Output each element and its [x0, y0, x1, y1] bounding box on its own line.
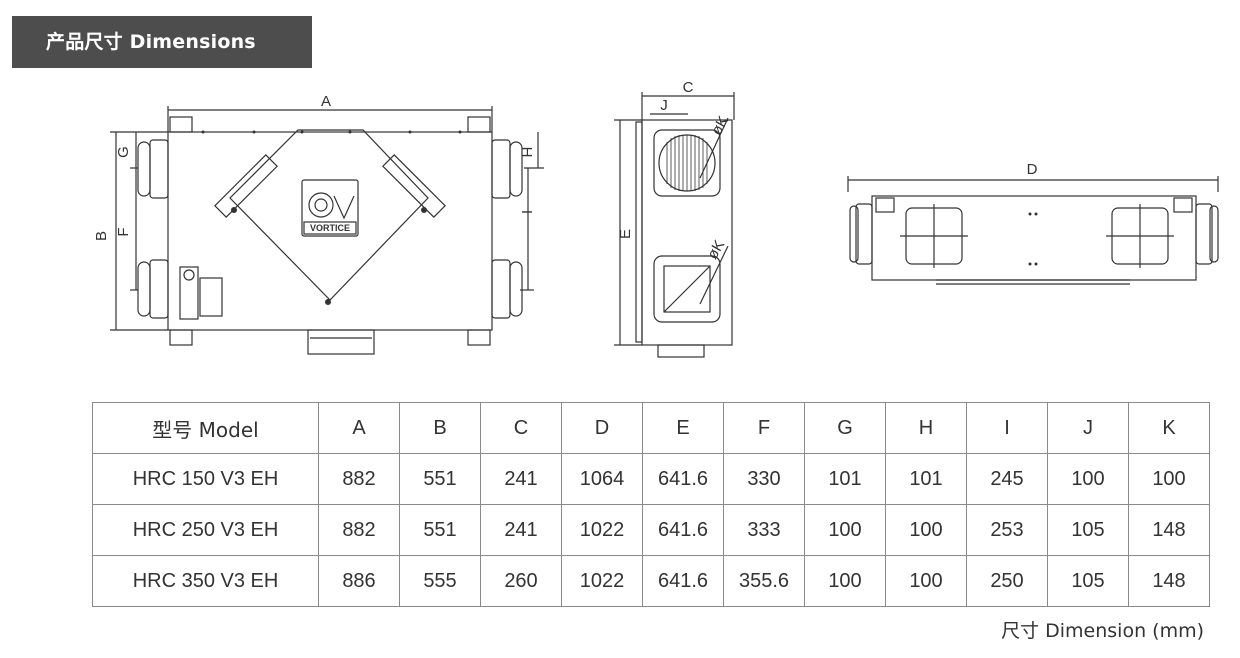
label-G: G — [115, 146, 132, 158]
dimensions-table: 型号 Model A B C D E F G H I J K HRC 150 V… — [92, 402, 1210, 607]
table-cell: 100 — [804, 504, 886, 556]
table-cell: 260 — [480, 555, 562, 607]
label-J: J — [660, 97, 668, 114]
table-cell-model: HRC 150 V3 EH — [92, 453, 319, 505]
label-I: I — [518, 210, 535, 214]
table-cell: 253 — [966, 504, 1048, 556]
label-F: F — [115, 227, 132, 236]
table-cell: 641.6 — [642, 555, 724, 607]
table-cell: 241 — [480, 453, 562, 505]
col-header-model: 型号 Model — [92, 402, 319, 454]
col-header-D: D — [561, 402, 643, 454]
table-cell: 100 — [1128, 453, 1210, 505]
col-header-J: J — [1047, 402, 1129, 454]
top-view — [847, 176, 1219, 285]
table-cell: 886 — [318, 555, 400, 607]
col-header-I: I — [966, 402, 1048, 454]
col-header-G: G — [804, 402, 886, 454]
table-row: HRC 150 V3 EH 882 551 241 1064 641.6 330… — [92, 453, 1210, 505]
table-cell: 333 — [723, 504, 805, 556]
table-cell: 105 — [1047, 504, 1129, 556]
side-view — [614, 92, 735, 358]
vortice-logo-text: VORTICE — [310, 223, 350, 233]
top-view-dots — [1028, 212, 1038, 266]
table-cell: 882 — [318, 453, 400, 505]
table-cell: 100 — [1047, 453, 1129, 505]
label-K-bottom: øK — [704, 237, 728, 262]
table-cell: 245 — [966, 453, 1048, 505]
label-H: H — [518, 147, 535, 158]
table-cell: 250 — [966, 555, 1048, 607]
table-cell: 1022 — [561, 504, 643, 556]
table-cell: 241 — [480, 504, 562, 556]
label-B: B — [93, 231, 110, 241]
label-E: E — [617, 229, 634, 239]
col-header-B: B — [399, 402, 481, 454]
table-cell: 882 — [318, 504, 400, 556]
table-cell: 100 — [885, 555, 967, 607]
label-K-top: øK — [708, 113, 732, 138]
label-C: C — [683, 79, 694, 96]
col-header-K: K — [1128, 402, 1210, 454]
label-D: D — [1027, 161, 1038, 178]
col-header-F: F — [723, 402, 805, 454]
technical-drawings: A B F G H I VORTICE C J E øK øK — [0, 70, 1240, 370]
table-cell: 148 — [1128, 504, 1210, 556]
table-cell: 330 — [723, 453, 805, 505]
section-header: 产品尺寸 Dimensions — [12, 16, 312, 68]
table-cell: 100 — [885, 504, 967, 556]
label-A: A — [321, 93, 331, 110]
front-view-dots — [201, 130, 462, 305]
table-cell: 101 — [885, 453, 967, 505]
col-header-C: C — [480, 402, 562, 454]
table-cell: 100 — [804, 555, 886, 607]
units-note: 尺寸 Dimension (mm) — [1001, 620, 1204, 642]
table-cell-model: HRC 250 V3 EH — [92, 504, 319, 556]
table-cell: 105 — [1047, 555, 1129, 607]
table-cell: 551 — [399, 453, 481, 505]
table-cell: 641.6 — [642, 453, 724, 505]
table-cell: 551 — [399, 504, 481, 556]
table-cell: 355.6 — [723, 555, 805, 607]
col-header-A: A — [318, 402, 400, 454]
front-view — [110, 106, 544, 355]
table-cell-model: HRC 350 V3 EH — [92, 555, 319, 607]
table-cell: 641.6 — [642, 504, 724, 556]
table-header-row: 型号 Model A B C D E F G H I J K — [92, 402, 1210, 454]
col-header-H: H — [885, 402, 967, 454]
col-header-E: E — [642, 402, 724, 454]
table-cell: 101 — [804, 453, 886, 505]
drawings-svg: A B F G H I VORTICE C J E øK øK — [93, 79, 1219, 358]
table-cell: 555 — [399, 555, 481, 607]
side-view-grille — [666, 135, 708, 191]
table-row: HRC 350 V3 EH 886 555 260 1022 641.6 355… — [92, 555, 1210, 607]
table-cell: 1022 — [561, 555, 643, 607]
table-cell: 1064 — [561, 453, 643, 505]
table-row: HRC 250 V3 EH 882 551 241 1022 641.6 333… — [92, 504, 1210, 556]
table-cell: 148 — [1128, 555, 1210, 607]
